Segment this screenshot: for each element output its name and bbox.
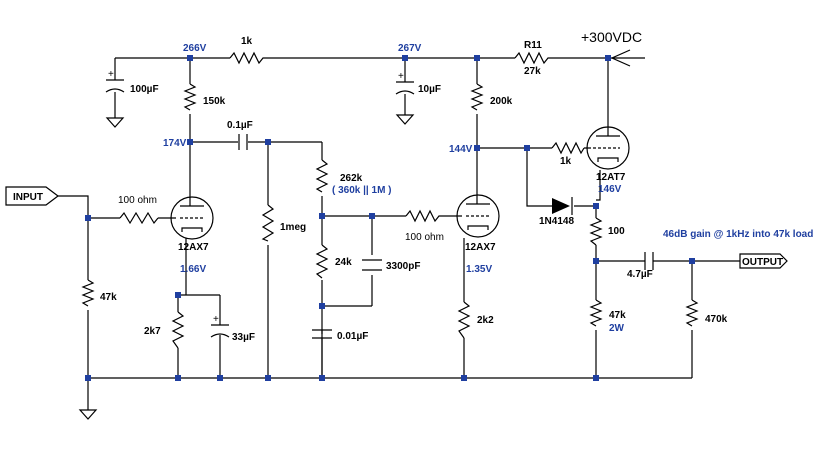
tube-12ax7-stage2	[456, 194, 500, 238]
voltage-144v: 144V	[449, 144, 473, 155]
resistor-2k2	[457, 301, 471, 339]
svg-text:+: +	[398, 71, 404, 82]
voltage-267v: 267V	[398, 43, 422, 54]
supply-label: +300VDC	[581, 29, 642, 45]
label-2w: 2W	[609, 323, 625, 334]
resistor-24k	[315, 244, 329, 279]
resistors	[81, 51, 699, 349]
voltage-146v: 146V	[598, 184, 622, 195]
tube-12at7	[586, 125, 630, 170]
resistor-1meg	[261, 204, 275, 242]
capacitor-33uf: +	[210, 314, 230, 338]
capacitor-100uf: +	[105, 69, 125, 93]
resistor-470k	[685, 299, 699, 327]
capacitors: + + +	[105, 69, 654, 339]
label-r11-value: 27k	[524, 66, 541, 77]
svg-text:+: +	[108, 69, 114, 80]
label-tube3: 12AT7	[596, 172, 626, 183]
wires	[58, 57, 740, 410]
resistor-100ohm-2	[405, 209, 440, 223]
output-port: OUTPUT	[739, 253, 788, 269]
voltage-1-35v: 1.35V	[466, 264, 492, 275]
label-470k: 470k	[705, 314, 728, 325]
resistor-47k-in	[81, 279, 95, 307]
label-24k: 24k	[335, 257, 352, 268]
resistor-200k	[470, 83, 484, 111]
resistor-1k-grid	[551, 141, 585, 155]
label-1k-grid: 1k	[560, 156, 572, 167]
svg-text:OUTPUT: OUTPUT	[742, 257, 783, 268]
resistor-1k-top	[229, 51, 266, 65]
tube-12ax7-stage1	[170, 196, 214, 240]
label-150k: 150k	[203, 96, 226, 107]
label-3300pf: 3300pF	[386, 261, 420, 272]
label-100ohm-in: 100 ohm	[118, 195, 157, 206]
capacitor-0-1uf	[238, 134, 248, 150]
label-2k7: 2k7	[144, 326, 161, 337]
label-1meg: 1meg	[280, 222, 306, 233]
label-33uf: 33µF	[232, 332, 255, 343]
ground-icon	[78, 114, 415, 420]
label-r11: R11	[524, 40, 542, 51]
supply-arrow-icon	[610, 49, 631, 67]
label-0-01uf: 0.01µF	[337, 331, 368, 342]
label-100uf: 100µF	[130, 84, 159, 95]
label-1n4148: 1N4148	[539, 216, 574, 227]
resistor-150k	[183, 83, 197, 111]
label-tube2: 12AX7	[465, 242, 496, 253]
capacitor-4-7uf	[644, 252, 654, 270]
label-47k-out: 47k	[609, 310, 626, 321]
resistor-r11	[514, 51, 549, 65]
label-200k: 200k	[490, 96, 513, 107]
label-100: 100	[608, 226, 625, 237]
diode-1n4148	[552, 197, 573, 215]
input-port: INPUT	[5, 186, 59, 206]
capacitor-3300pf	[362, 259, 382, 271]
label-tube1: 12AX7	[178, 242, 209, 253]
junction-nodes	[85, 55, 695, 381]
svg-text:+: +	[213, 314, 219, 325]
label-262k-note: ( 360k || 1M )	[332, 185, 392, 196]
label-4-7uf: 4.7µF	[627, 269, 653, 280]
resistor-2k7	[171, 311, 185, 349]
label-0-1uf: 0.1µF	[227, 120, 253, 131]
capacitor-10uf: +	[395, 71, 415, 95]
resistor-100ohm-in	[119, 211, 159, 225]
label-2k2: 2k2	[477, 315, 494, 326]
label-1k-top: 1k	[241, 36, 253, 47]
voltage-266v: 266V	[183, 43, 207, 54]
label-262k: 262k	[340, 173, 363, 184]
resistor-262k	[315, 159, 329, 193]
voltage-1-66v: 1.66V	[180, 264, 206, 275]
label-10uf: 10µF	[418, 84, 441, 95]
resistor-47k-out	[589, 299, 603, 327]
capacitor-0-01uf	[312, 329, 332, 339]
gain-annotation: 46dB gain @ 1kHz into 47k load	[663, 229, 813, 240]
voltage-174v: 174V	[163, 138, 187, 149]
label-100ohm-2: 100 ohm	[405, 232, 444, 243]
label-47k-in: 47k	[100, 292, 117, 303]
svg-text:INPUT: INPUT	[13, 192, 43, 203]
resistor-100	[589, 217, 603, 246]
